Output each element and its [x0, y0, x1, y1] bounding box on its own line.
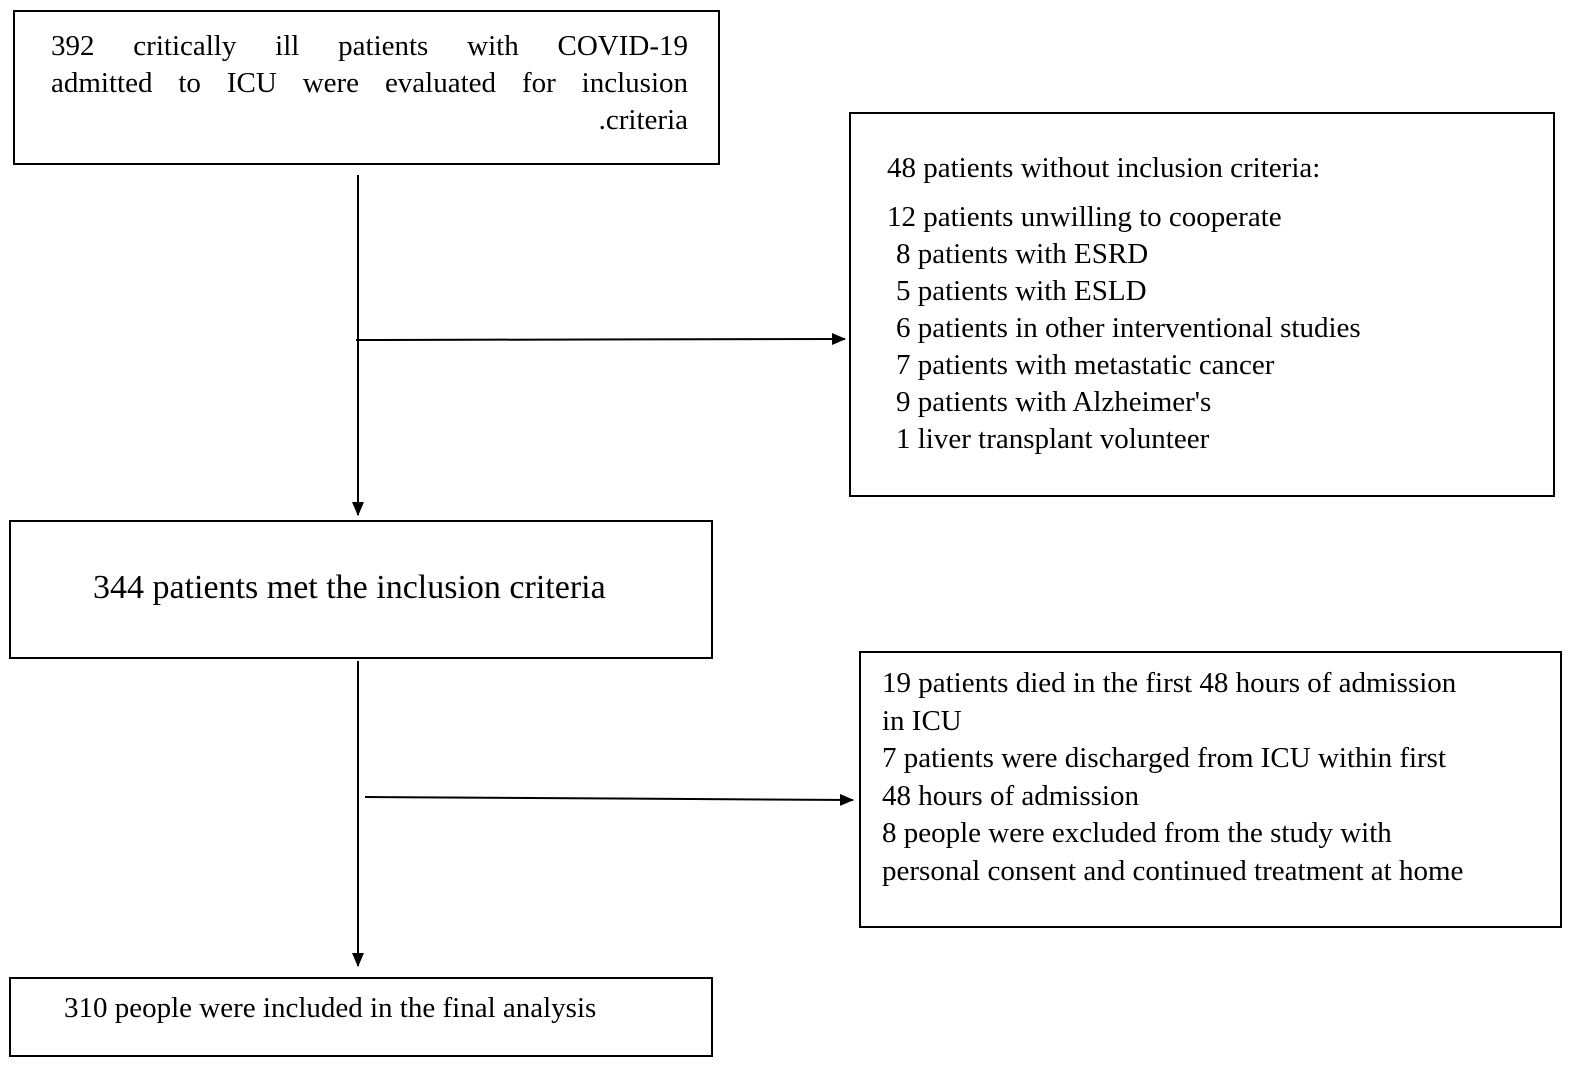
excluded-second-line: personal consent and continued treatment… — [882, 854, 1464, 887]
excluded-first-item: 9 patients with Alzheimer's — [896, 386, 1212, 418]
excluded-second-line: 8 people were excluded from the study wi… — [882, 817, 1392, 849]
initial-patients-box: 392 critically ill patients with COVID-1… — [13, 10, 720, 165]
excluded-second-line: 19 patients died in the first 48 hours o… — [882, 667, 1457, 699]
initial-line-2: admitted to ICU were evaluated for inclu… — [51, 67, 688, 99]
excluded-first-item: 1 liver transplant volunteer — [896, 423, 1210, 455]
arrow-to-excluded-second — [364, 793, 854, 806]
excluded-first-item: 8 patients with ESRD — [896, 238, 1149, 270]
excluded-first-item: 7 patients with metastatic cancer — [896, 349, 1275, 381]
excluded-second-line: 7 patients were discharged from ICU with… — [882, 742, 1447, 774]
excluded-second-line: in ICU — [882, 704, 962, 737]
excluded-first-heading: 48 patients without inclusion criteria: — [887, 152, 1321, 184]
excluded-first-item: 12 patients unwilling to cooperate — [887, 201, 1282, 233]
initial-line-3: .criteria — [598, 104, 688, 136]
final-analysis-text: 310 people were included in the final an… — [64, 992, 597, 1024]
excluded-first-item: 6 patients in other interventional studi… — [896, 312, 1361, 344]
excluded-first-item: 5 patients with ESLD — [896, 275, 1147, 307]
excluded-second-box: 19 patients died in the first 48 hours o… — [859, 651, 1562, 928]
final-analysis-box: 310 people were included in the final an… — [9, 977, 713, 1057]
excluded-first-box: 48 patients without inclusion criteria: … — [849, 112, 1555, 497]
met-inclusion-box: 344 patients met the inclusion criteria — [9, 520, 713, 659]
initial-line-1: 392 critically ill patients with COVID-1… — [51, 30, 688, 62]
excluded-second-line: 48 hours of admission — [882, 779, 1139, 812]
arrow-to-excluded-first — [355, 333, 846, 346]
met-inclusion-text: 344 patients met the inclusion criteria — [93, 569, 606, 606]
